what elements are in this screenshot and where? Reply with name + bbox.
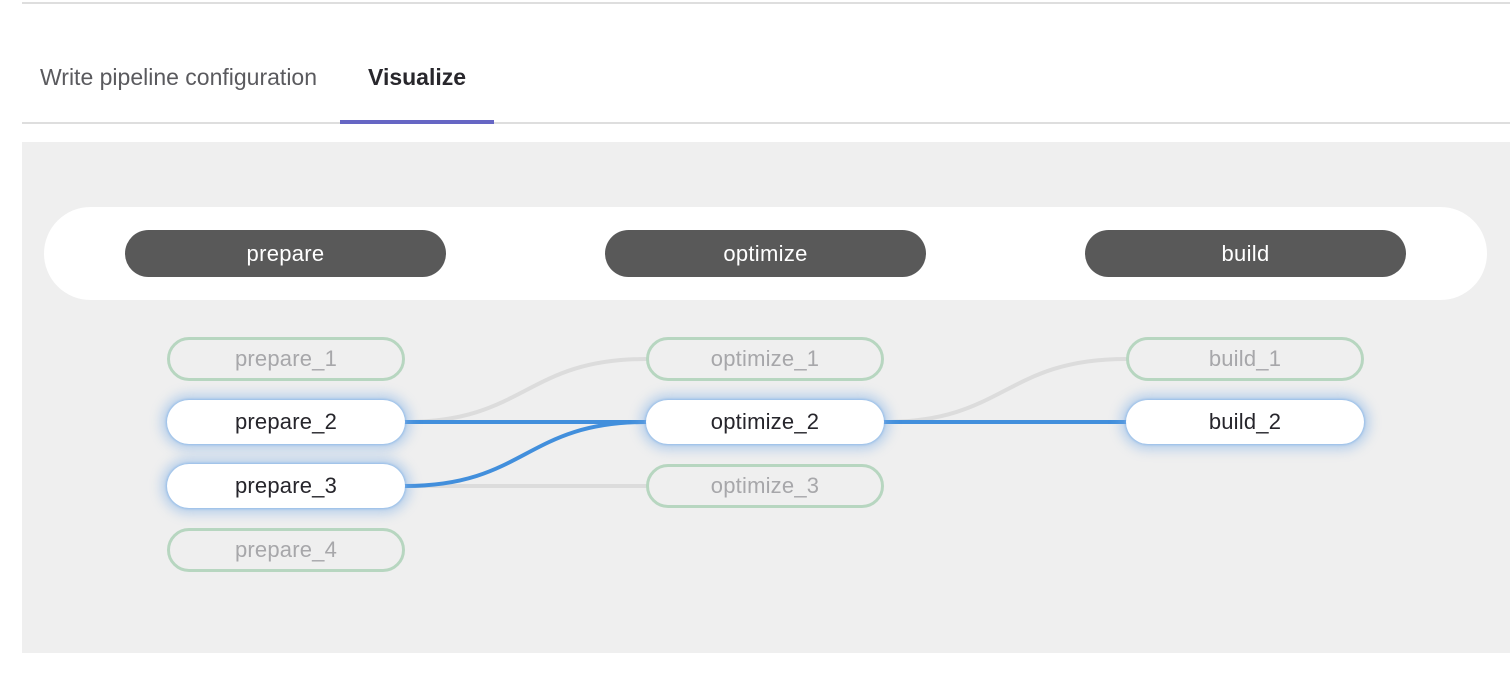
stage-pill-prepare: prepare — [125, 230, 446, 277]
stage-pill-optimize: optimize — [605, 230, 926, 277]
job-node-prepare_4[interactable]: prepare_4 — [167, 528, 405, 572]
job-node-build_1[interactable]: build_1 — [1126, 337, 1364, 381]
job-node-optimize_3[interactable]: optimize_3 — [646, 464, 884, 508]
tab-visualize[interactable]: Visualize — [340, 32, 495, 124]
job-node-prepare_1[interactable]: prepare_1 — [167, 337, 405, 381]
link-optimize_2-to-build_1 — [882, 357, 1128, 424]
pipeline-editor-tabbar: Write pipeline configuration Visualize — [22, 32, 1510, 124]
stage-pill-build: build — [1085, 230, 1406, 277]
job-dependency-links — [403, 357, 1128, 488]
top-divider — [22, 2, 1510, 4]
job-node-prepare_2[interactable]: prepare_2 — [167, 400, 405, 444]
job-node-prepare_3[interactable]: prepare_3 — [167, 464, 405, 508]
job-node-optimize_2[interactable]: optimize_2 — [646, 400, 884, 444]
link-prepare_2-to-optimize_1 — [403, 357, 648, 424]
job-node-optimize_1[interactable]: optimize_1 — [646, 337, 884, 381]
tab-write-pipeline-configuration[interactable]: Write pipeline configuration — [40, 63, 318, 90]
job-node-build_2[interactable]: build_2 — [1126, 400, 1364, 444]
link-prepare_3-to-optimize_2 — [403, 420, 648, 488]
stage-header-bar: prepare optimize build — [44, 207, 1487, 300]
